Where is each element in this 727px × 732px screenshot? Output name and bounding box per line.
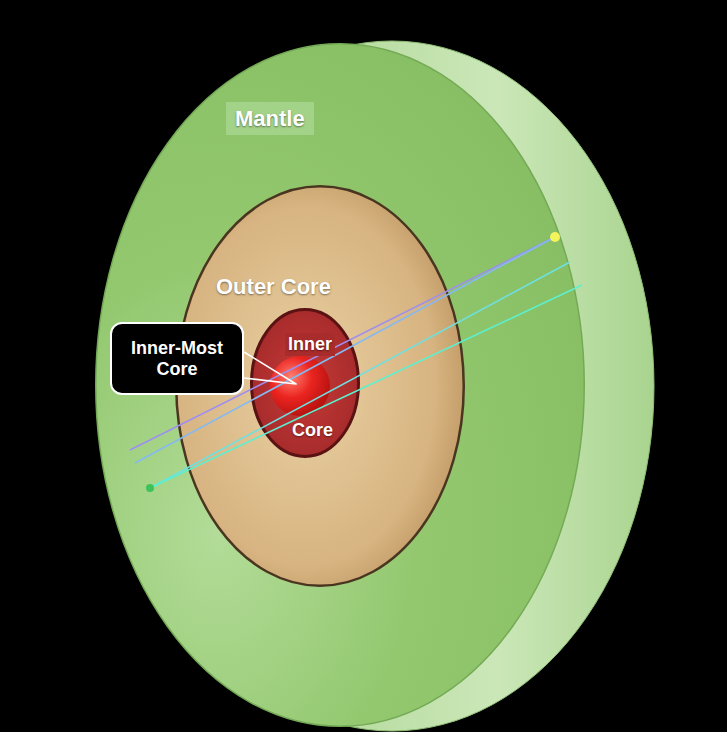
mantle-layer-shape	[96, 44, 585, 727]
seismic-station-dot	[146, 484, 154, 492]
layer-name: Inner	[285, 333, 335, 356]
inner-core-layer-shape	[252, 310, 359, 457]
callout-pointer	[244, 352, 296, 384]
seismic-ray	[130, 237, 555, 450]
seismic-ray	[150, 262, 570, 488]
callout-text: Inner-Most Core	[126, 338, 228, 379]
seismic-ray	[150, 285, 582, 488]
seismic-ray	[135, 237, 555, 463]
layer-name: Core	[292, 420, 333, 441]
layer-name: Mantle	[226, 102, 314, 135]
callout-box: Inner-Most Core	[110, 322, 244, 395]
layer-name: Outer Core	[216, 274, 331, 299]
seismic-source-dot	[550, 232, 560, 242]
